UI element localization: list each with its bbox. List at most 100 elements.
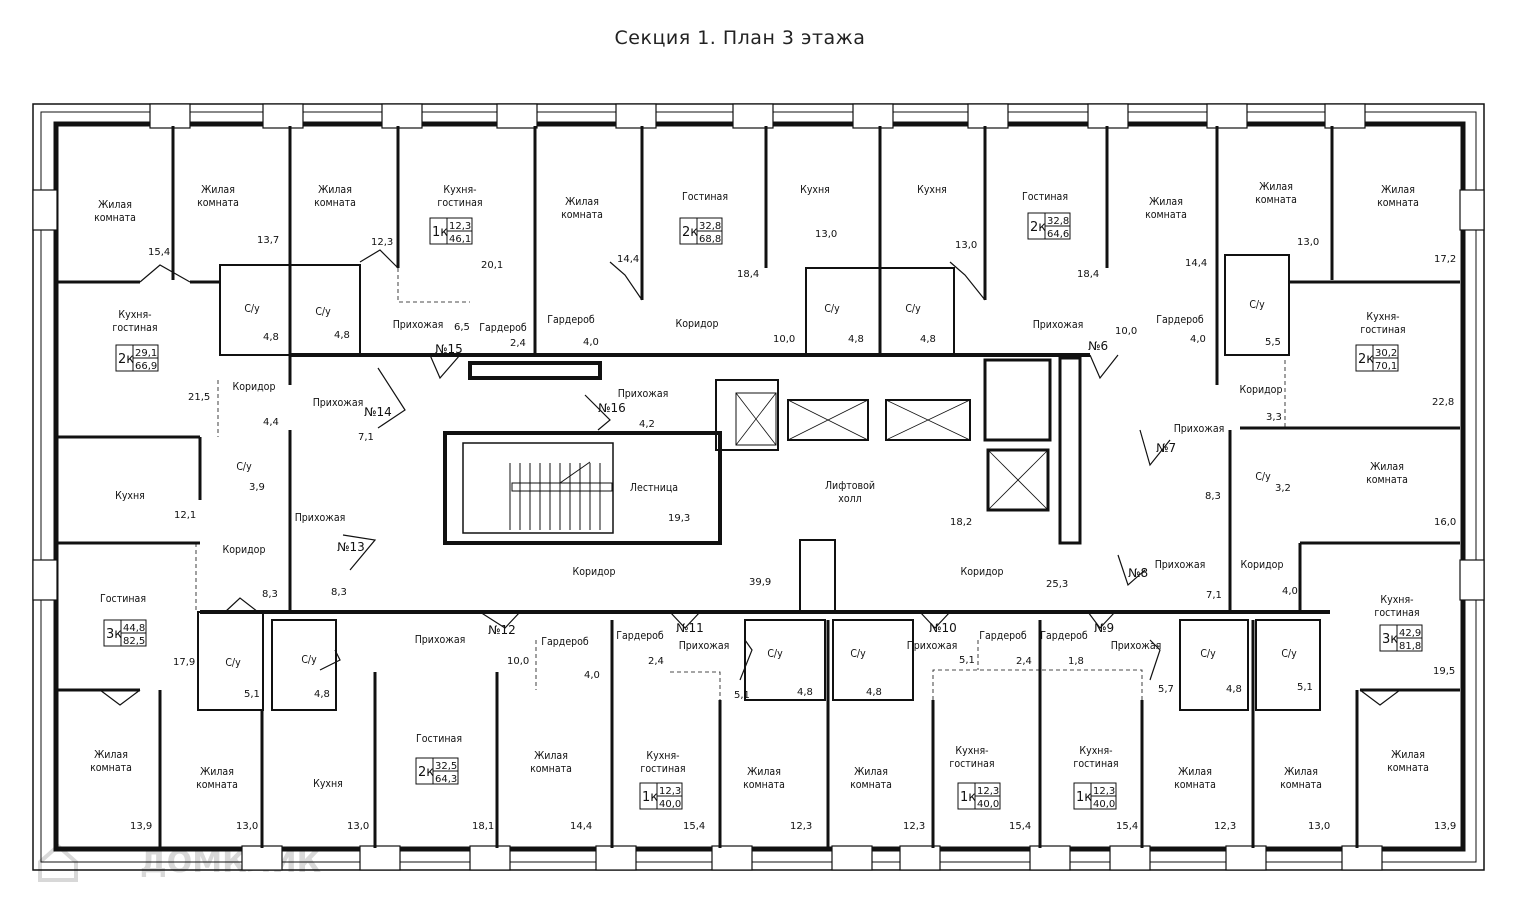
room-area: 13,0 [955, 240, 977, 251]
badge-total-area: 68,8 [699, 234, 721, 245]
windows [32, 103, 1485, 871]
badge-rooms: 3к [106, 627, 122, 642]
svg-text:Кухня-гостиная: Кухня-гостиная [640, 750, 685, 775]
room-name-line2: комната [314, 197, 356, 209]
svg-text:Кухня: Кухня [917, 184, 947, 196]
room-name-line2: комната [1377, 197, 1419, 209]
apartment-number: №9 [1094, 621, 1114, 635]
svg-text:Кухня-гостиная: Кухня-гостиная [437, 184, 482, 209]
room-name: Прихожая [907, 640, 958, 652]
room-area: 13,0 [236, 821, 258, 832]
room-name-line2: гостиная [640, 763, 685, 775]
svg-text:Кухня-гостиная: Кухня-гостиная [1374, 594, 1419, 619]
room-area: 5,7 [1158, 684, 1174, 695]
badge-rooms: 1к [960, 790, 976, 805]
walls [58, 126, 1460, 848]
room-r9: Гостиная 18,4 [1022, 191, 1099, 280]
room-name-line2: комната [850, 779, 892, 791]
apartment-number: №6 [1088, 339, 1108, 353]
room-name-line2: комната [743, 779, 785, 791]
badge-total-area: 82,5 [123, 636, 145, 647]
room-r56: С/у4,8 [1200, 648, 1242, 695]
room-area: 25,3 [1046, 579, 1068, 590]
badge-rooms: 2к [1030, 220, 1046, 235]
room-area: 8,3 [262, 589, 278, 600]
badge-total-area: 46,1 [449, 234, 471, 245]
svg-text:Гардероб: Гардероб [1156, 314, 1204, 326]
room-r28: Прихожая 4,2 [618, 388, 669, 430]
apartment-number: №12 [488, 623, 516, 637]
room-name: Жилая [318, 184, 352, 196]
room-name: Прихожая [1033, 319, 1084, 331]
room-name: Кухня- [955, 745, 988, 757]
badge-living-area: 30,2 [1375, 348, 1397, 359]
room-name-line2: гостиная [1073, 758, 1118, 770]
svg-text:Коридор: Коридор [223, 544, 266, 556]
room-area: 13,9 [1434, 821, 1456, 832]
room-area: 13,9 [130, 821, 152, 832]
badge-living-area: 12,3 [659, 786, 681, 797]
room-area: 4,8 [848, 334, 864, 345]
room-name-line2: гостиная [437, 197, 482, 209]
room-name: С/у [1249, 299, 1265, 311]
room-name: Кухня [800, 184, 830, 196]
apartment-number: №13 [337, 540, 365, 554]
room-name: Прихожая [1111, 640, 1162, 652]
svg-text:Коридор: Коридор [961, 566, 1004, 578]
badge-living-area: 32,8 [1047, 216, 1069, 227]
room-name: Прихожая [618, 388, 669, 400]
room-area: 4,2 [639, 419, 655, 430]
svg-text:Коридор: Коридор [1240, 384, 1283, 396]
room-area: 18,4 [1077, 269, 1099, 280]
svg-text:Коридор: Коридор [573, 566, 616, 578]
badge-rooms: 2к [118, 352, 134, 367]
room-name: Гостиная [1022, 191, 1068, 203]
room-name: Кухня- [1380, 594, 1413, 606]
room-name: Лифтовой [825, 480, 875, 492]
zone-lines [195, 268, 1301, 700]
plan-title: Секция 1. План 3 этажа [615, 27, 866, 49]
room-area: 15,4 [1009, 821, 1031, 832]
room-name-line2: комната [1387, 762, 1429, 774]
room-name: Кухня- [1366, 311, 1399, 323]
room-name: Коридор [223, 544, 266, 556]
room-name: С/у [850, 648, 866, 660]
apartment-number: №11 [676, 621, 704, 635]
room-area: 4,8 [866, 687, 882, 698]
badge-rooms: 2к [418, 765, 434, 780]
svg-text:Кухня: Кухня [115, 490, 145, 502]
badge-total-area: 64,3 [435, 774, 457, 785]
svg-text:Кухня: Кухня [800, 184, 830, 196]
room-area: 7,1 [358, 432, 374, 443]
room-name: Гардероб [541, 636, 589, 648]
room-area: 10,0 [1115, 326, 1137, 337]
room-name: Прихожая [295, 512, 346, 524]
room-r44: С/у5,1 [225, 657, 260, 700]
room-name-line2: гостиная [112, 322, 157, 334]
room-name: Гостиная [100, 593, 146, 605]
room-area: 14,4 [617, 254, 639, 265]
room-r51: С/у 4,8 [850, 648, 882, 698]
